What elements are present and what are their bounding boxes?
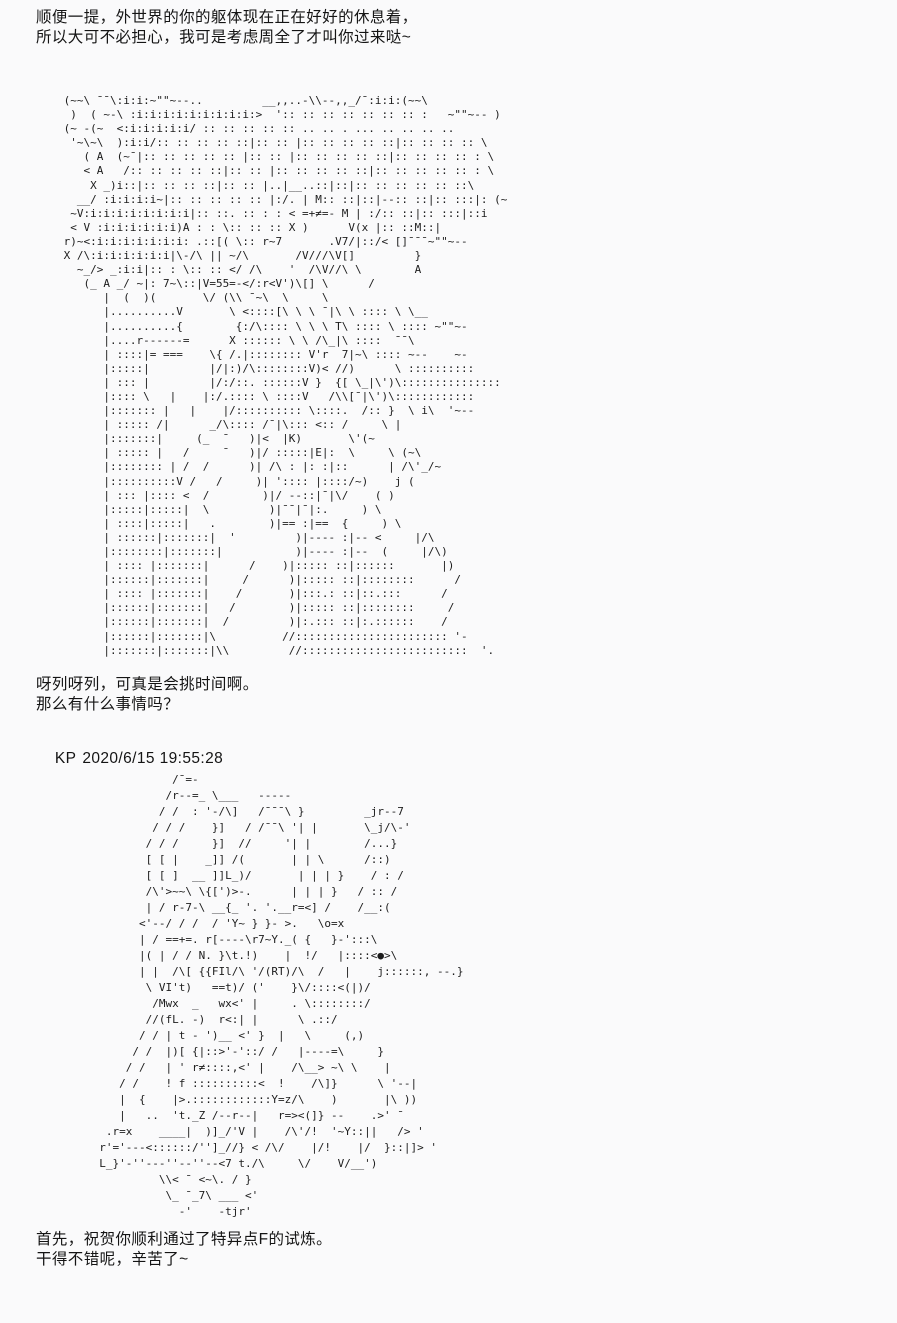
post-timestamp: 2020/6/15 19:55:28 bbox=[82, 749, 224, 767]
dialogue-text-middle: 呀列呀列，可真是会挑时间啊。 那么有什么事情吗？ bbox=[36, 676, 259, 713]
ascii-art-top-character: (~~\ ¯¯\:i:i:~""~--.. __,,..-\\--,,_/¯:i… bbox=[63, 94, 508, 657]
ascii-art-bottom-character: /¯=- /r--=_ \___ ----- / / : '-/\] /¯¯¯\… bbox=[99, 773, 464, 1218]
dialogue-text-bottom: 首先，祝贺你顺利通过了特异点F的试炼。 干得不错呢，辛苦了~ bbox=[36, 1231, 333, 1268]
narration-text-top: 顺便一提，外世界的你的躯体现在正在好好的休息着， 所以大可不必担心，我可是考虑周… bbox=[36, 9, 418, 46]
author-label: KP bbox=[54, 749, 77, 767]
post-meta-line: KP 2020/6/15 19:55:28 bbox=[36, 729, 223, 788]
